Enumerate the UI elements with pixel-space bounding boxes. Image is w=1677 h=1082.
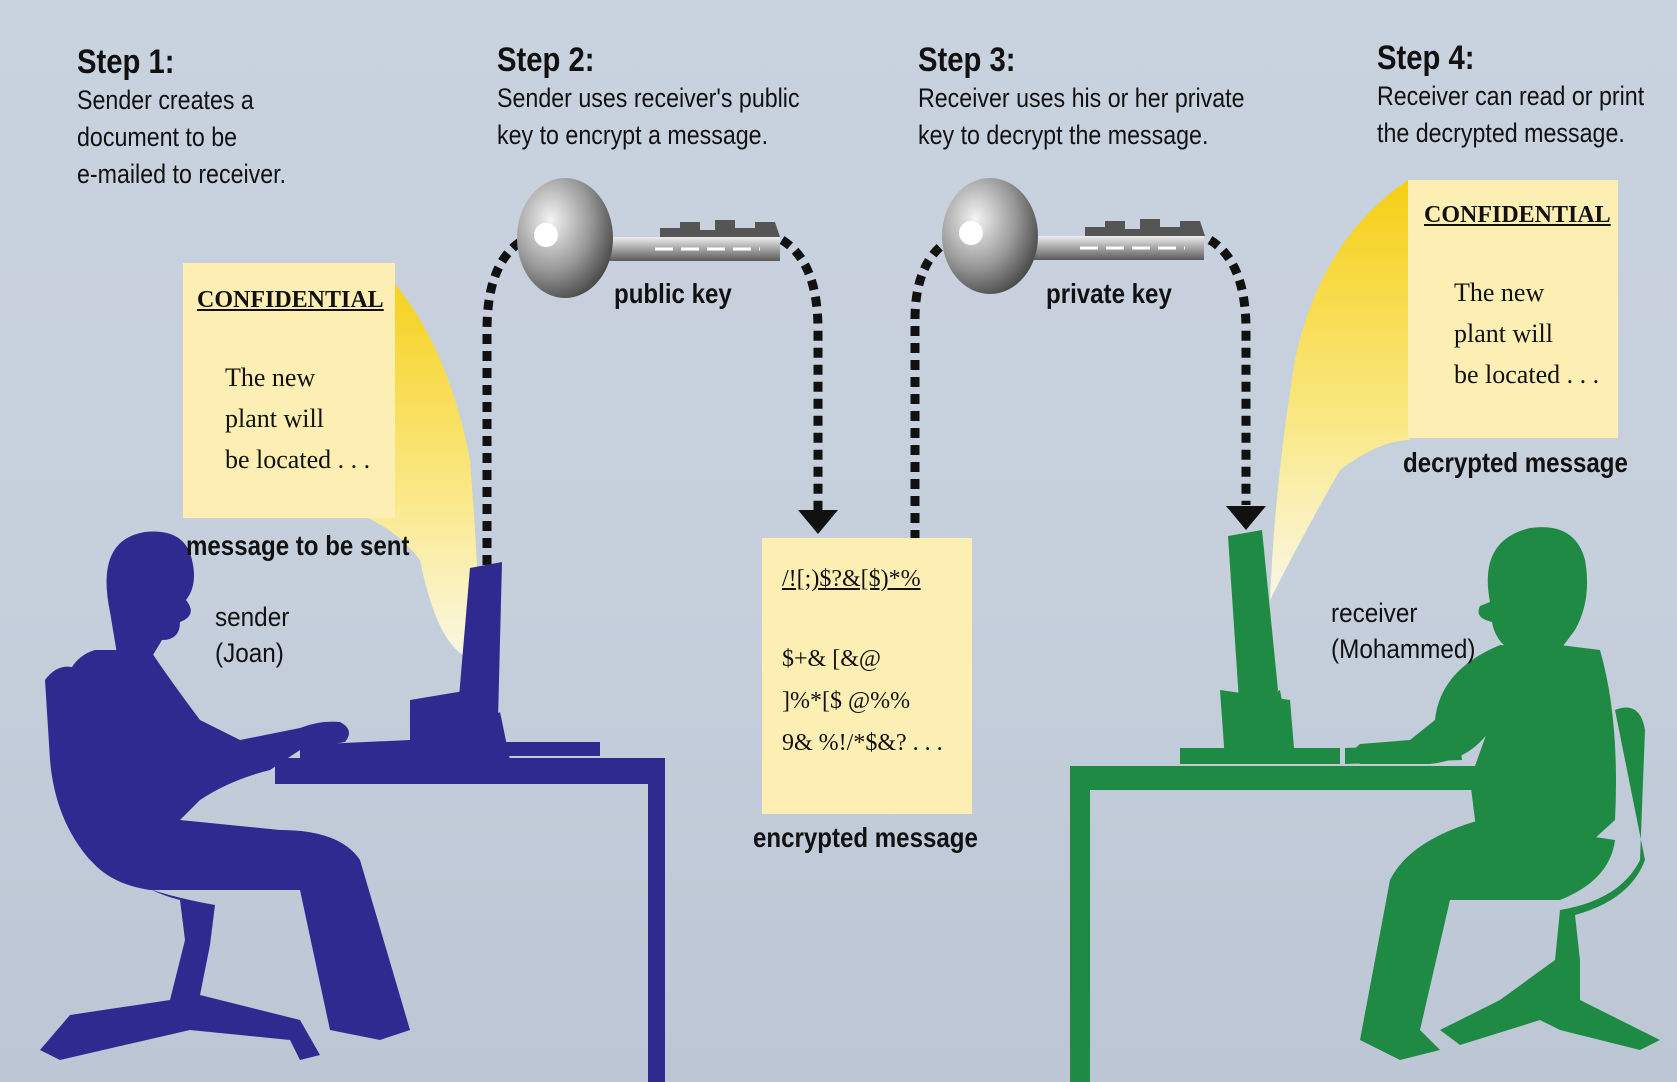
private-key-label: private key bbox=[1046, 278, 1172, 310]
receiver-name-label: (Mohammed) bbox=[1331, 632, 1475, 667]
step-1-title: Step 1: bbox=[77, 42, 286, 82]
received-message-note: CONFIDENTIAL The new plant will be locat… bbox=[1408, 180, 1618, 438]
received-note-line-1: The new bbox=[1454, 272, 1599, 313]
arrow-head-receiver bbox=[1226, 506, 1266, 530]
received-note-line-3: be located . . . bbox=[1454, 354, 1599, 395]
arrow-head-encrypted bbox=[798, 510, 838, 534]
arrow-encrypted-to-private-key bbox=[915, 243, 945, 540]
step-1-line-3: e-mailed to receiver. bbox=[77, 156, 286, 193]
step-2-line-2: key to encrypt a message. bbox=[497, 117, 800, 154]
encrypted-message-note: /![;)$?&[$)*% $+& [&@ ]%*[$ @%% 9& %!/*$… bbox=[762, 538, 972, 814]
sender-name-label: (Joan) bbox=[215, 636, 284, 671]
sent-message-note: CONFIDENTIAL The new plant will be locat… bbox=[183, 263, 395, 518]
step-2-caption: Step 2: Sender uses receiver's public ke… bbox=[497, 40, 849, 154]
sender-role-label: sender bbox=[215, 600, 289, 635]
step-2-line-1: Sender uses receiver's public bbox=[497, 80, 800, 117]
receiver-desk bbox=[1070, 766, 1480, 790]
receiver-role-label: receiver bbox=[1331, 596, 1417, 631]
step-4-caption: Step 4: Receiver can read or print the d… bbox=[1377, 38, 1677, 152]
arrow-private-key-to-receiver bbox=[1210, 240, 1246, 505]
sender-desk bbox=[275, 758, 665, 784]
sent-note-line-1: The new bbox=[225, 357, 370, 398]
step-4-line-1: Receiver can read or print bbox=[1377, 78, 1644, 115]
decrypted-message-label: decrypted message bbox=[1403, 447, 1628, 479]
sent-note-line-2: plant will bbox=[225, 398, 370, 439]
encrypted-note-line-3: ]%*[$ @%% bbox=[782, 680, 943, 722]
step-4-line-2: the decrypted message. bbox=[1377, 115, 1644, 152]
public-key-label: public key bbox=[614, 278, 732, 310]
received-note-line-2: plant will bbox=[1454, 313, 1599, 354]
encrypted-note-line-2: $+& [&@ bbox=[782, 638, 943, 680]
sent-note-body: The new plant will be located . . . bbox=[225, 357, 370, 480]
step-3-line-1: Receiver uses his or her private bbox=[918, 80, 1245, 117]
step-1-line-2: document to be bbox=[77, 119, 286, 156]
sent-note-line-3: be located . . . bbox=[225, 439, 370, 480]
receiver-light-beam bbox=[1270, 180, 1410, 600]
step-1-line-1: Sender creates a bbox=[77, 82, 286, 119]
encrypted-note-body: $+& [&@ ]%*[$ @%% 9& %!/*$&? . . . bbox=[782, 638, 943, 764]
step-3-title: Step 3: bbox=[918, 40, 1245, 80]
receiver-monitor bbox=[1228, 530, 1278, 720]
encrypted-note-line-1: /![;)$?&[$)*% bbox=[782, 558, 921, 600]
sender-silhouette bbox=[40, 532, 665, 1082]
arrow-sender-to-public-key bbox=[487, 242, 520, 565]
encrypted-message-label: encrypted message bbox=[753, 822, 978, 854]
step-2-title: Step 2: bbox=[497, 40, 800, 80]
received-note-body: The new plant will be located . . . bbox=[1454, 272, 1599, 395]
step-3-caption: Step 3: Receiver uses his or her private… bbox=[918, 40, 1298, 154]
received-note-header: CONFIDENTIAL bbox=[1424, 202, 1611, 229]
private-key-icon bbox=[942, 178, 1205, 294]
sent-note-header: CONFIDENTIAL bbox=[197, 287, 384, 314]
step-1-caption: Step 1: Sender creates a document to be … bbox=[77, 42, 320, 193]
message-to-be-sent-label: message to be sent bbox=[186, 530, 409, 562]
step-3-line-2: key to decrypt the message. bbox=[918, 117, 1245, 154]
step-4-title: Step 4: bbox=[1377, 38, 1644, 78]
encrypted-note-line-4: 9& %!/*$&? . . . bbox=[782, 722, 943, 764]
arrow-public-key-to-encrypted bbox=[782, 240, 818, 510]
